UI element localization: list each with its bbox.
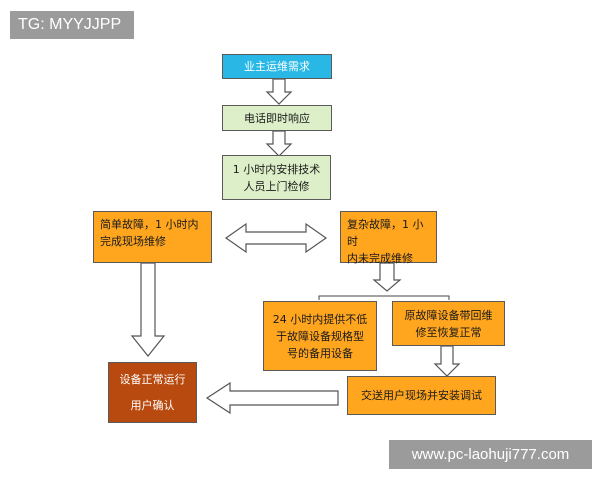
node-owner-request-text: 业主运维需求	[244, 60, 310, 73]
branch-connector	[318, 295, 450, 300]
arrow-double-horizontal	[224, 222, 328, 254]
watermark-bottom-right: www.pc-laohuji777.com	[389, 440, 592, 469]
node-dispatch: 1 小时内安排技术 人员上门检修	[222, 155, 331, 200]
node-simple-fault: 简单故障，1 小时内 完成现场维修	[93, 211, 212, 263]
node-confirm-text: 设备正常运行 用户确认	[119, 373, 186, 412]
arrow-repair-to-deliver	[433, 345, 461, 377]
node-complex-fault-text: 复杂故障，1 小时 内未完成维修	[347, 218, 424, 265]
node-owner-request: 业主运维需求	[222, 54, 332, 79]
arrow-phone-to-dispatch	[265, 130, 293, 157]
node-complex-fault: 复杂故障，1 小时 内未完成维修	[340, 211, 437, 265]
node-phone-response-text: 电话即时响应	[244, 111, 310, 125]
watermark-top-left: TG: MYYJJPP	[10, 11, 134, 39]
node-spare-device-text: 24 小时内提供不低 于故障设备规格型 号的备用设备	[272, 312, 368, 360]
node-confirm: 设备正常运行 用户确认	[108, 362, 197, 423]
arrow-complex-down	[372, 262, 402, 292]
arrow-simple-to-confirm	[130, 262, 166, 357]
node-phone-response: 电话即时响应	[222, 105, 332, 131]
arrow-request-to-phone	[265, 78, 293, 105]
node-repair-return-text: 原故障设备带回维 修至恢复正常	[404, 308, 493, 339]
arrow-deliver-to-confirm	[205, 381, 339, 415]
node-repair-return: 原故障设备带回维 修至恢复正常	[392, 301, 505, 346]
node-spare-device: 24 小时内提供不低 于故障设备规格型 号的备用设备	[263, 301, 377, 371]
node-deliver-install-text: 交送用户现场并安装调试	[361, 389, 482, 402]
node-dispatch-text: 1 小时内安排技术 人员上门检修	[232, 162, 321, 193]
node-deliver-install: 交送用户现场并安装调试	[347, 376, 496, 415]
node-simple-fault-text: 简单故障，1 小时内 完成现场维修	[100, 218, 199, 248]
